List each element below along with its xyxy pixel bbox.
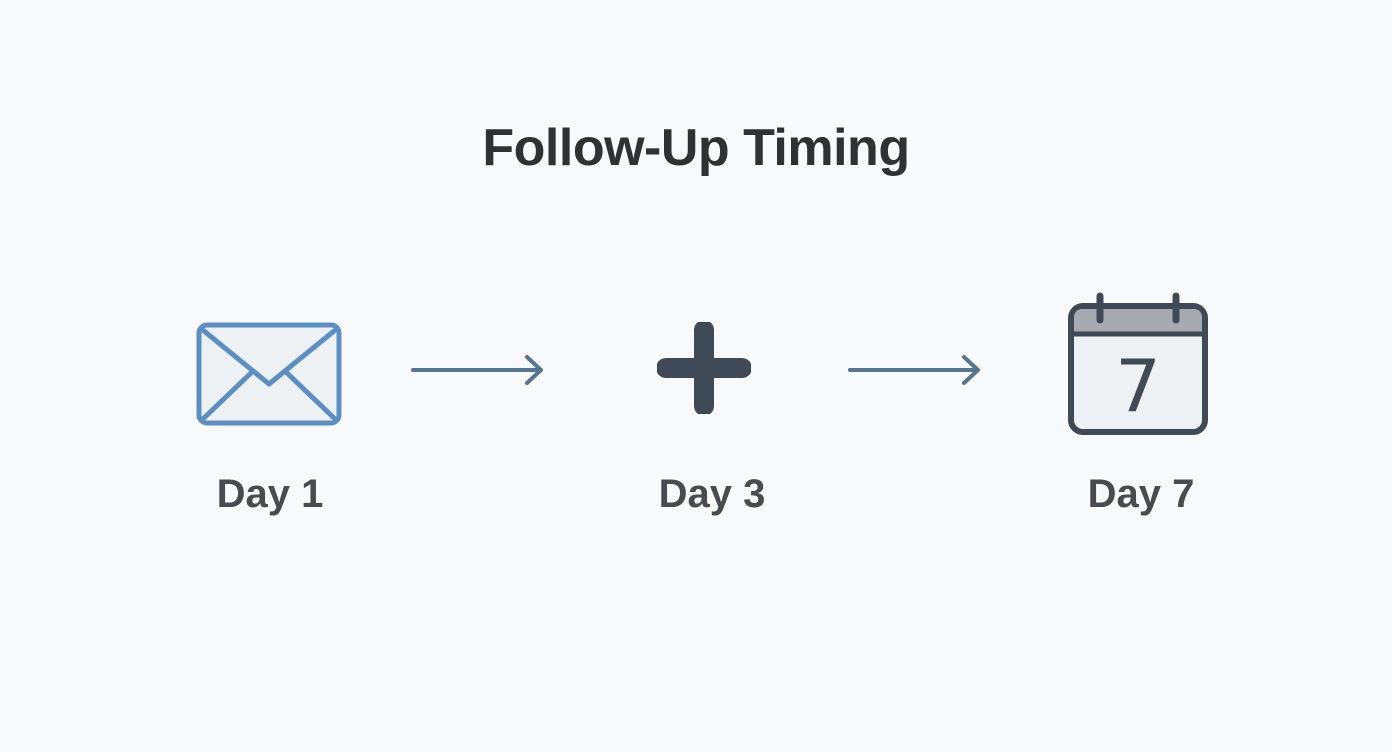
calendar-number: 7 xyxy=(1115,344,1161,428)
calendar-icon: 7 xyxy=(1066,292,1210,436)
step-label-day-7: Day 7 xyxy=(1087,472,1195,516)
step-label-day-1: Day 1 xyxy=(216,472,324,516)
arrow-right-icon xyxy=(847,354,983,386)
envelope-icon xyxy=(196,322,342,426)
step-label-day-3: Day 3 xyxy=(658,472,766,516)
plus-icon xyxy=(657,322,751,414)
diagram-title: Follow-Up Timing xyxy=(482,119,910,177)
arrow-right-icon xyxy=(410,354,546,386)
